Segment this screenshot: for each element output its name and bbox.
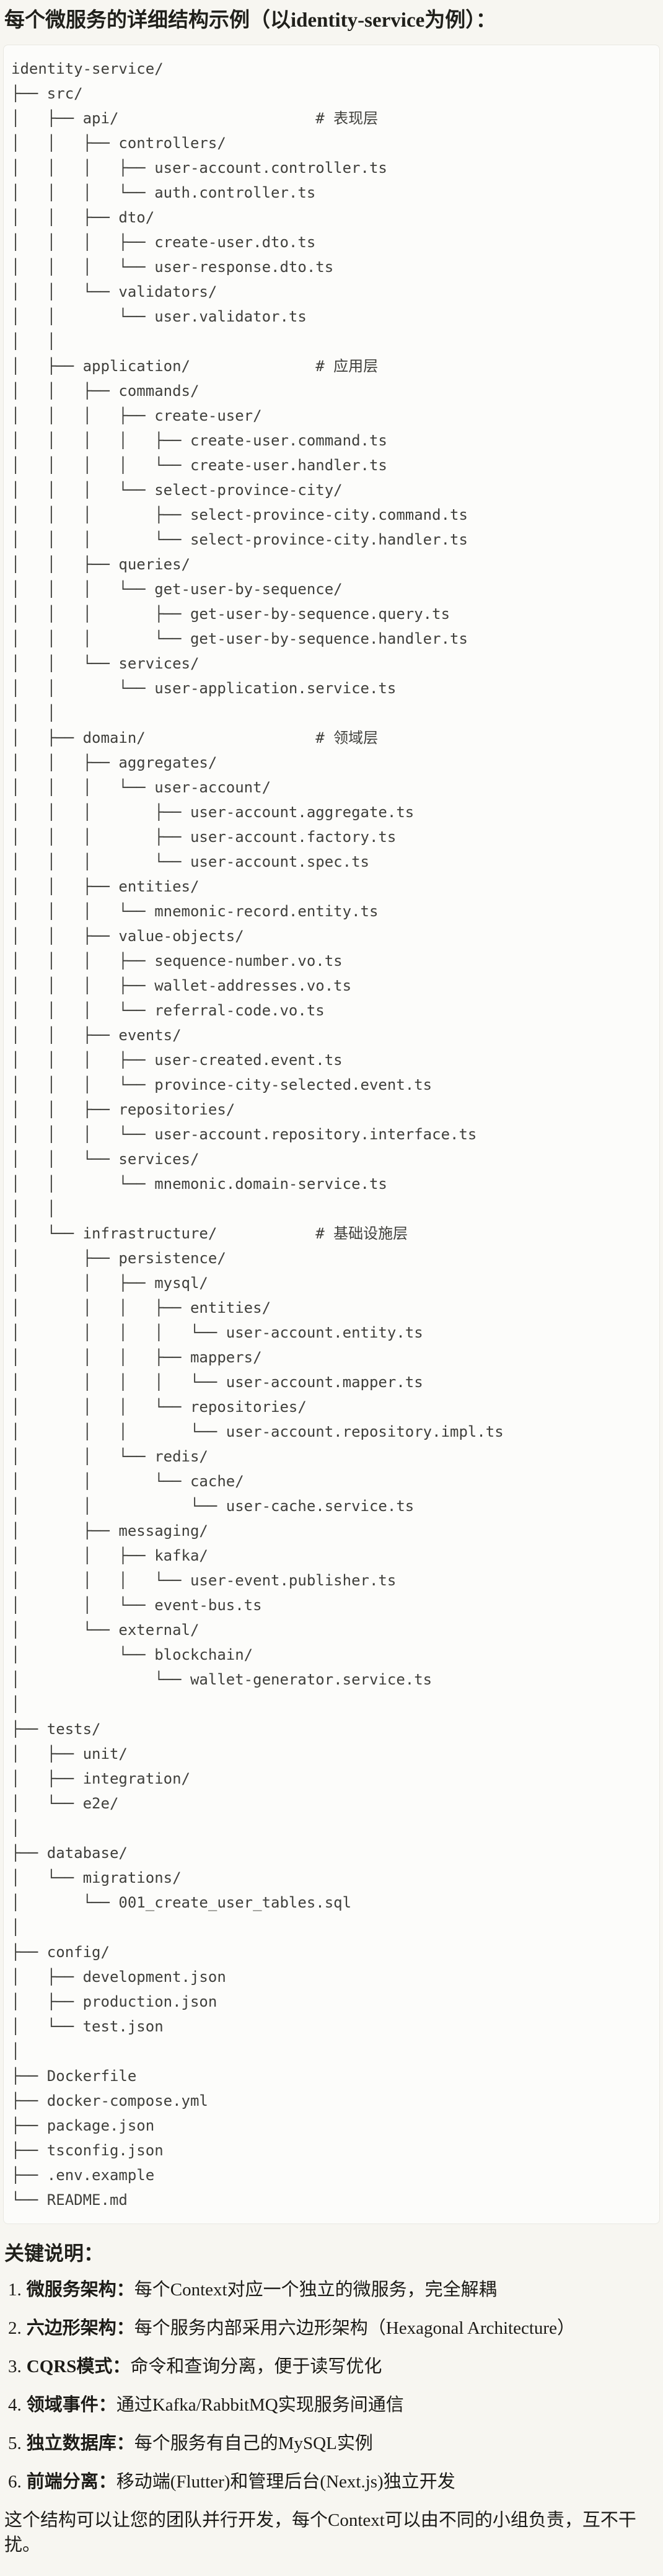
page-title: 每个微服务的详细结构示例（以identity-service为例）：	[4, 9, 496, 32]
closing-paragraph: 这个结构可以让您的团队并行开发，每个Context可以由不同的小组负责，互不干扰…	[4, 2510, 636, 2555]
note-number: 1.	[8, 2280, 22, 2300]
list-item: 3.CQRS模式：命令和查询分离，便于读写优化	[8, 2354, 660, 2379]
list-item: 2.六边形架构：每个服务内部采用六边形架构（Hexagonal Architec…	[8, 2316, 660, 2341]
note-description: 通过Kafka/RabbitMQ实现服务间通信	[116, 2395, 404, 2415]
note-description: 移动端(Flutter)和管理后台(Next.js)独立开发	[116, 2472, 455, 2492]
note-description: 每个服务内部采用六边形架构（Hexagonal Architecture）	[134, 2318, 575, 2338]
note-number: 5.	[8, 2434, 22, 2453]
note-number: 4.	[8, 2395, 22, 2415]
note-term: CQRS模式：	[26, 2357, 131, 2377]
list-item: 4.领域事件：通过Kafka/RabbitMQ实现服务间通信	[8, 2393, 660, 2417]
note-description: 命令和查询分离，便于读写优化	[130, 2357, 382, 2377]
note-description: 每个服务有自己的MySQL实例	[134, 2434, 373, 2453]
notes-list: 1.微服务架构：每个Context对应一个独立的微服务，完全解耦 2.六边形架构…	[3, 2277, 660, 2494]
list-item: 1.微服务架构：每个Context对应一个独立的微服务，完全解耦	[8, 2277, 660, 2302]
note-term: 六边形架构：	[26, 2318, 134, 2338]
directory-tree-code-block: identity-service/ ├── src/ │ ├── api/ # …	[3, 45, 660, 2224]
note-number: 3.	[8, 2357, 22, 2377]
note-term: 领域事件：	[26, 2395, 116, 2415]
list-item: 6.前端分离：移动端(Flutter)和管理后台(Next.js)独立开发	[8, 2469, 660, 2494]
note-term: 微服务架构：	[26, 2280, 134, 2300]
directory-tree-text: identity-service/ ├── src/ │ ├── api/ # …	[11, 60, 504, 2209]
note-description: 每个Context对应一个独立的微服务，完全解耦	[134, 2280, 497, 2300]
notes-heading: 关键说明：	[4, 2242, 104, 2264]
note-term: 前端分离：	[26, 2472, 116, 2492]
note-number: 2.	[8, 2318, 22, 2338]
note-term: 独立数据库：	[26, 2434, 134, 2453]
note-number: 6.	[8, 2472, 22, 2492]
list-item: 5.独立数据库：每个服务有自己的MySQL实例	[8, 2431, 660, 2456]
